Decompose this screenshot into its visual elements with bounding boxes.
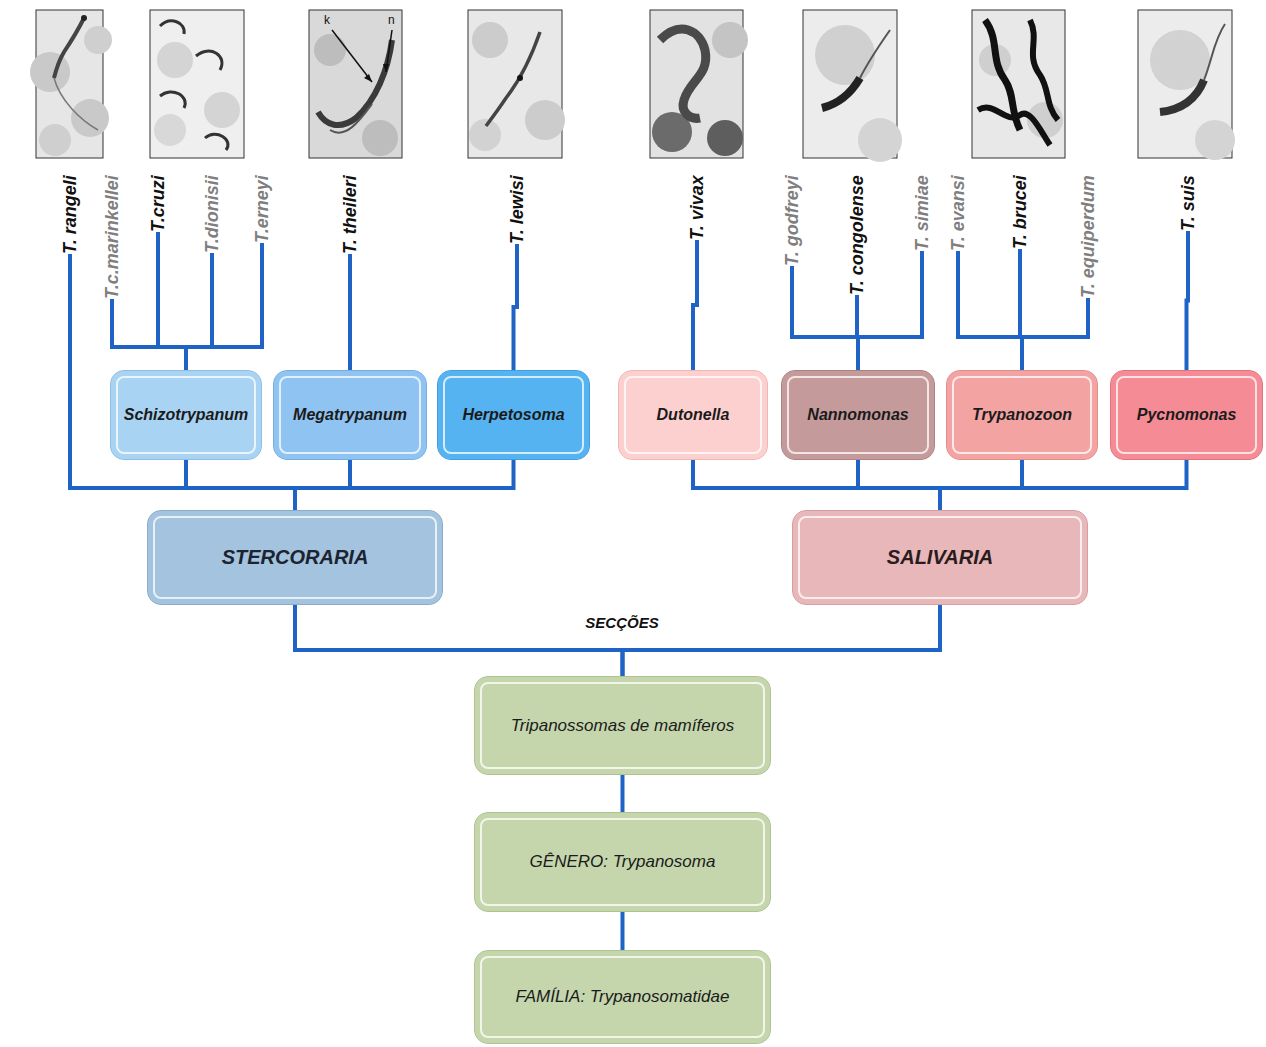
taxon-name: Herpetosoma bbox=[462, 406, 564, 424]
species-label: T. rangeli bbox=[60, 175, 80, 254]
tree-connector bbox=[186, 243, 262, 370]
tree-connector bbox=[295, 605, 623, 676]
taxon-box: GÊNERO: Trypanosoma bbox=[474, 812, 771, 912]
taxon-name: Tripanossomas de mamíferos bbox=[511, 716, 735, 736]
species-label: T. theileri bbox=[340, 175, 360, 254]
micrograph bbox=[1138, 10, 1235, 160]
tree-connector bbox=[940, 460, 1187, 510]
tree-connector bbox=[693, 240, 697, 370]
species-label: T. brucei bbox=[1010, 175, 1030, 249]
taxon-name: Pycnomonas bbox=[1137, 406, 1237, 424]
species-name: T. brucei bbox=[1010, 175, 1030, 249]
micrograph bbox=[150, 10, 244, 158]
micrograph bbox=[803, 10, 902, 162]
taxon-box: Pycnomonas bbox=[1110, 370, 1263, 460]
tree-connector bbox=[186, 253, 212, 370]
tree-connector bbox=[295, 460, 514, 510]
species-name: T. evansi bbox=[948, 175, 968, 251]
species-label: T. lewisi bbox=[507, 175, 527, 244]
callout-letter: k bbox=[324, 13, 330, 27]
taxon-name: Megatrypanum bbox=[293, 406, 407, 424]
species-label: T. equiperdum bbox=[1078, 175, 1098, 298]
tree-connector bbox=[1022, 298, 1088, 370]
tree-connector bbox=[858, 460, 940, 510]
species-name: T.dionisii bbox=[202, 175, 222, 253]
taxon-box: SALIVARIA bbox=[792, 510, 1088, 605]
tree-connector bbox=[693, 460, 940, 510]
species-name: T. equiperdum bbox=[1078, 175, 1098, 298]
species-label: T. vivax bbox=[687, 175, 707, 240]
species-label: T. congolense bbox=[847, 175, 867, 295]
tree-connector bbox=[621, 912, 625, 950]
species-name: T. simiae bbox=[912, 175, 932, 251]
species-name: T.cruzi bbox=[148, 175, 168, 232]
taxon-name: FAMÍLIA: Trypanosomatidae bbox=[516, 987, 730, 1007]
taxon-name: Schizotrypanum bbox=[124, 406, 248, 424]
species-name: T. suis bbox=[1178, 175, 1198, 231]
taxon-name: Dutonella bbox=[657, 406, 730, 424]
species-label: T. godfreyi bbox=[782, 175, 802, 266]
species-name: T. lewisi bbox=[507, 175, 527, 244]
species-label: T.dionisii bbox=[202, 175, 222, 253]
taxon-box: FAMÍLIA: Trypanosomatidae bbox=[474, 950, 771, 1044]
micrograph bbox=[972, 10, 1065, 158]
tree-connector bbox=[514, 244, 518, 370]
species-label: T.cruzi bbox=[148, 175, 168, 232]
tree-connector bbox=[1187, 231, 1189, 370]
micrograph bbox=[30, 10, 112, 158]
species-label: T. suis bbox=[1178, 175, 1198, 231]
tree-connector bbox=[158, 232, 186, 370]
micrograph bbox=[468, 10, 565, 158]
taxon-name: STERCORARIA bbox=[222, 546, 369, 569]
taxon-box: Megatrypanum bbox=[273, 370, 427, 460]
species-name: T. vivax bbox=[687, 175, 707, 240]
taxon-box: Trypanozoon bbox=[946, 370, 1098, 460]
species-name: T. godfreyi bbox=[782, 175, 802, 266]
taxon-box: STERCORARIA bbox=[147, 510, 443, 605]
species-label: T. evansi bbox=[948, 175, 968, 251]
micrograph bbox=[309, 10, 402, 158]
taxon-box: Schizotrypanum bbox=[110, 370, 262, 460]
taxon-box: Herpetosoma bbox=[437, 370, 590, 460]
taxon-name: GÊNERO: Trypanosoma bbox=[530, 852, 716, 872]
species-name: T.erneyi bbox=[252, 175, 272, 243]
callout-letter: n bbox=[388, 13, 395, 27]
tree-connector bbox=[295, 460, 350, 510]
taxon-box: Dutonella bbox=[618, 370, 768, 460]
taxon-name: Nannomonas bbox=[807, 406, 908, 424]
tree-connector bbox=[940, 460, 1022, 510]
species-label: T. simiae bbox=[912, 175, 932, 251]
species-label: T.erneyi bbox=[252, 175, 272, 243]
species-label: T.c.marinkellei bbox=[102, 175, 122, 299]
species-name: T. theileri bbox=[340, 175, 360, 254]
tree-connector bbox=[623, 605, 941, 676]
micrograph bbox=[650, 10, 748, 158]
tree-connector bbox=[112, 299, 186, 370]
tree-connector bbox=[858, 251, 922, 370]
species-name: T. congolense bbox=[847, 175, 867, 295]
species-name: T. rangeli bbox=[60, 175, 80, 254]
taxon-name: SALIVARIA bbox=[887, 546, 993, 569]
tree-connector bbox=[621, 775, 625, 812]
taxon-box: Tripanossomas de mamíferos bbox=[474, 676, 771, 775]
tree-connector bbox=[186, 460, 295, 510]
taxon-name: Trypanozoon bbox=[972, 406, 1072, 424]
taxon-box: Nannomonas bbox=[781, 370, 935, 460]
species-name: T.c.marinkellei bbox=[102, 175, 122, 299]
tree-connector bbox=[348, 254, 352, 370]
section-label: SECÇÕES bbox=[585, 614, 658, 631]
tree-connector bbox=[958, 251, 1022, 370]
